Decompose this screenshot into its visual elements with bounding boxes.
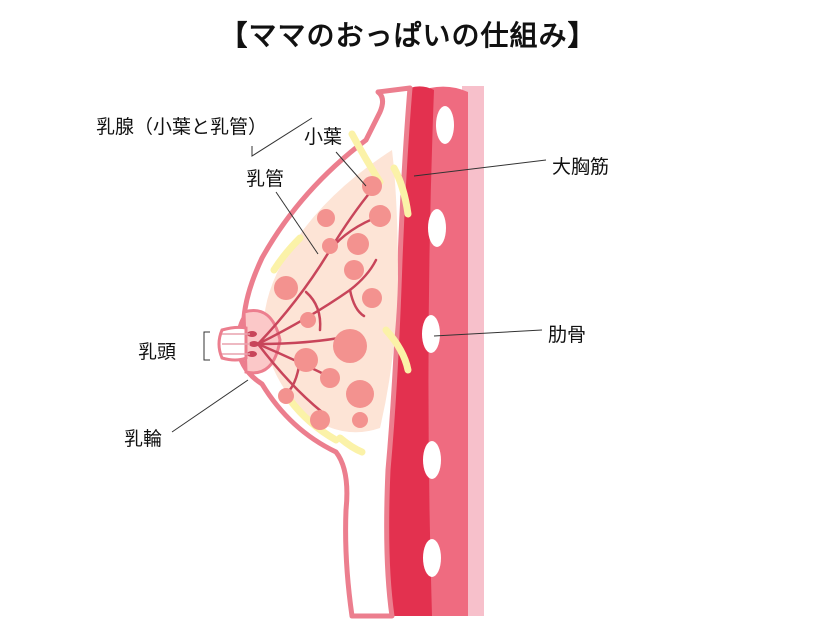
label-mammary-gland: 乳腺（小葉と乳管） — [96, 116, 268, 138]
nipple-bracket — [203, 331, 210, 361]
lobule — [278, 388, 294, 404]
mammary-gland-bracket — [251, 117, 313, 157]
pectoral-leader — [413, 159, 547, 177]
label-nipple: 乳頭 — [138, 341, 177, 363]
lobule — [310, 410, 330, 430]
rib-1 — [436, 106, 454, 144]
lobule — [333, 329, 367, 363]
rib-4 — [423, 441, 441, 479]
lobule — [274, 276, 298, 300]
lobule — [347, 233, 369, 255]
label-lobule: 小葉 — [304, 126, 343, 148]
label-pectoral-muscle: 大胸筋 — [552, 156, 610, 178]
milk-duct-leader — [275, 191, 319, 255]
areola-leader — [171, 379, 249, 433]
label-areola: 乳輪 — [124, 428, 163, 450]
pectoral-muscle-dark-layer — [386, 86, 434, 616]
lobule — [352, 412, 368, 428]
lobule — [294, 348, 318, 372]
rib-5 — [423, 539, 441, 577]
lobule — [320, 368, 340, 388]
label-milk-duct: 乳管 — [246, 168, 285, 190]
nipple-duct-lines — [222, 333, 250, 355]
lobules — [274, 176, 391, 430]
fat-strands — [270, 130, 412, 456]
lobule — [362, 288, 382, 308]
page-title: 【ママのおっぱいの仕組み】 — [219, 19, 597, 52]
lobule — [344, 260, 364, 280]
lobule — [369, 205, 391, 227]
lobule — [346, 380, 374, 408]
rib-3 — [422, 315, 440, 353]
lobule — [322, 238, 338, 254]
ribs — [422, 106, 454, 577]
lobule — [362, 176, 382, 196]
lobule-leader — [335, 151, 367, 187]
rib-leader — [433, 329, 543, 337]
lobule — [317, 209, 335, 227]
nipple-openings — [247, 331, 259, 357]
label-rib: 肋骨 — [548, 324, 587, 346]
lobule — [300, 312, 316, 328]
rib-2 — [428, 209, 446, 247]
leader-lines — [171, 117, 547, 433]
